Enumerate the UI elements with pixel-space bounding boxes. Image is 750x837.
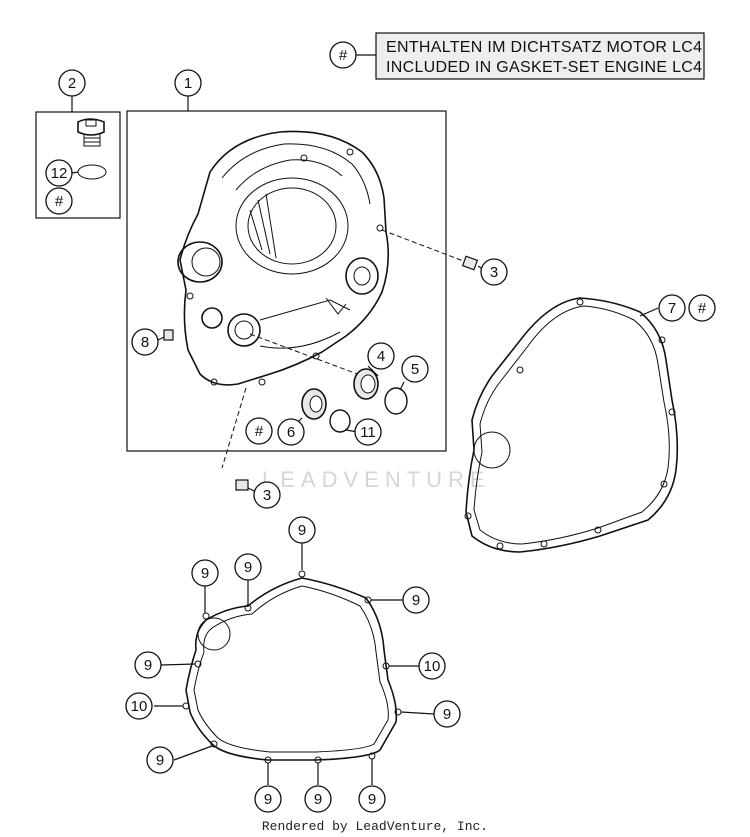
oil-plug-drawing [77,118,105,147]
callout-1-circle [174,69,202,97]
callout-9-3-circle [234,553,262,581]
callout-11: 11 [360,424,376,441]
callout-9-4-circle [402,586,430,614]
callout-6: 6 [287,424,295,441]
bolt-3b [235,479,257,493]
callout-9-10: 9 [368,791,376,808]
bolt-3a-axis [381,229,467,263]
callout-9-3: 9 [244,559,252,576]
callouts: 1 2 12 # 3 8 4 5 # 6 11 7 # [45,69,716,813]
callout-10b-circle [125,692,153,720]
bolt-3a [461,255,485,271]
callout-3b: 3 [263,487,271,504]
callout-9-1: 9 [298,522,306,539]
o-ring-5 [384,381,408,415]
callout-4-circle [367,342,395,370]
callout-10a-circle [418,652,446,680]
callout-3a: 3 [490,264,498,281]
legend-line-de: ENTHALTEN IM DICHTSATZ MOTOR LC4 [386,39,702,56]
callout-9-6-circle [433,700,461,728]
callout-12-hash-circle [45,187,73,215]
callout-9-8: 9 [264,791,272,808]
bolt-3b-axis [221,387,247,469]
seal-6 [295,388,327,425]
callout-9-2-circle [191,559,219,587]
callout-9-7: 9 [156,752,164,769]
callout-1: 1 [184,75,192,92]
callout-2-circle [58,69,86,97]
screw-8 [157,329,174,341]
callout-2: 2 [68,75,76,92]
callout-7-hash-circle [688,294,716,322]
callout-10a: 10 [424,658,441,675]
callout-6-circle [277,418,305,446]
legend: # ENTHALTEN IM DICHTSATZ MOTOR LC4 INCLU… [329,32,705,80]
callout-12-hash: # [55,193,64,210]
item-1-frame [126,110,447,452]
callout-4: 4 [377,348,385,365]
legend-line-en: INCLUDED IN GASKET-SET ENGINE LC4 [386,59,702,76]
clutch-cover-drawing [177,130,390,386]
callout-9-10-circle [358,785,386,813]
callout-3a-circle [480,258,508,286]
callout-10b: 10 [131,698,148,715]
legend-box [375,32,705,80]
legend-symbol: # [339,47,348,64]
watermark: LEADVENTURE [262,467,491,492]
callout-3b-circle [253,481,281,509]
callout-9-5: 9 [144,657,152,674]
callout-9-9-circle [304,785,332,813]
callout-6-hash-circle [245,417,273,445]
callout-7-circle [658,294,686,322]
callout-9-4: 9 [412,592,420,609]
callout-11-circle [354,418,382,446]
callout-9-1-circle [288,516,316,544]
footer-credit: Rendered by LeadVenture, Inc. [262,819,488,834]
shaft-seal-4 [353,365,379,400]
callout-9-7-circle [146,746,174,774]
ring-11 [329,409,359,433]
callout-9-8-circle [254,785,282,813]
callout-9-2: 9 [201,565,209,582]
callout-7-hash: # [698,300,707,317]
callout-9-5-circle [134,651,162,679]
callout-5: 5 [411,361,419,378]
item-1-group [126,96,467,469]
callout-12: 12 [51,165,68,182]
gasket-lower [182,570,402,764]
callout-5-circle [401,355,429,383]
callout-8: 8 [141,334,149,351]
gasket-lower-leaders [154,543,435,785]
callout-9-9: 9 [314,791,322,808]
callout-6-hash: # [255,423,264,440]
callout-8-circle [131,328,159,356]
callout-7: 7 [668,300,676,317]
callout-9-6: 9 [443,706,451,723]
gasket-7 [464,297,679,553]
seal-axis [249,333,369,379]
